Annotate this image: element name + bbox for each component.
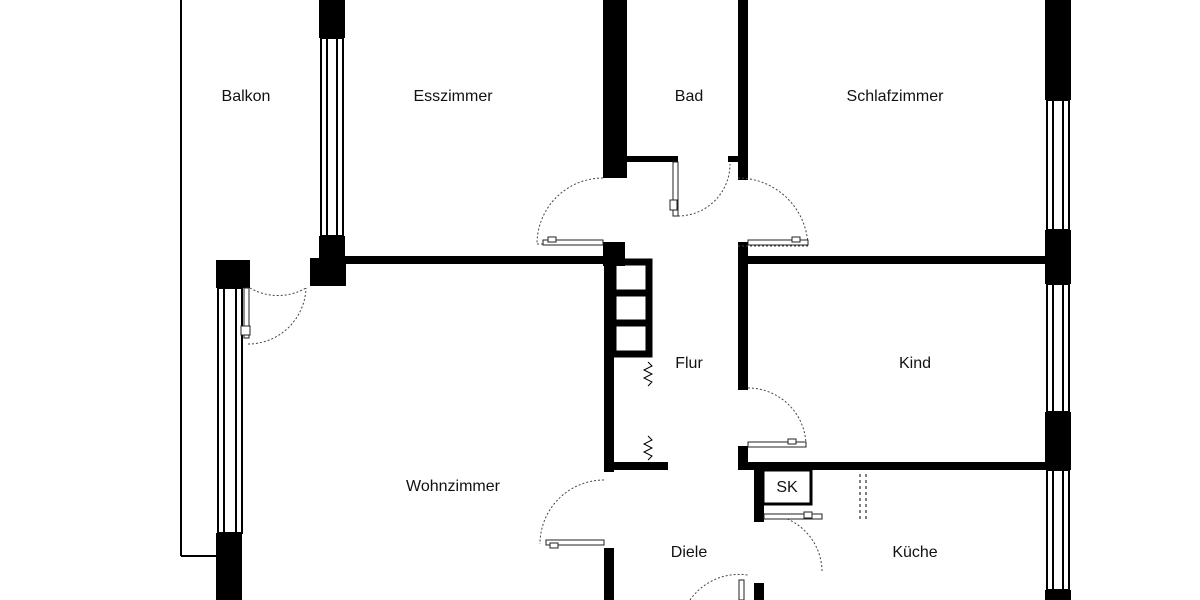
- room-label-schlafzimmer: Schlafzimmer: [847, 88, 945, 105]
- room-label-sk: SK: [776, 479, 798, 496]
- room-label-esszimmer: Esszimmer: [413, 88, 493, 105]
- kitchen-counter-mark: [859, 474, 867, 522]
- windows: [217, 37, 1070, 591]
- room-label-kueche: Küche: [892, 544, 937, 561]
- shaft-niche: [609, 258, 653, 358]
- room-label-diele: Diele: [671, 544, 708, 561]
- room-label-kind: Kind: [899, 355, 931, 372]
- room-label-bad: Bad: [675, 88, 703, 105]
- room-label-flur: Flur: [675, 355, 703, 372]
- door-leaves: [240, 161, 823, 600]
- sk-box: [761, 468, 813, 506]
- room-label-balkon: Balkon: [222, 88, 271, 105]
- room-label-wohnzimmer: Wohnzimmer: [406, 478, 501, 495]
- balcony-outline: [180, 0, 218, 557]
- radiator-symbols: [642, 361, 654, 461]
- door-swings: [247, 163, 823, 600]
